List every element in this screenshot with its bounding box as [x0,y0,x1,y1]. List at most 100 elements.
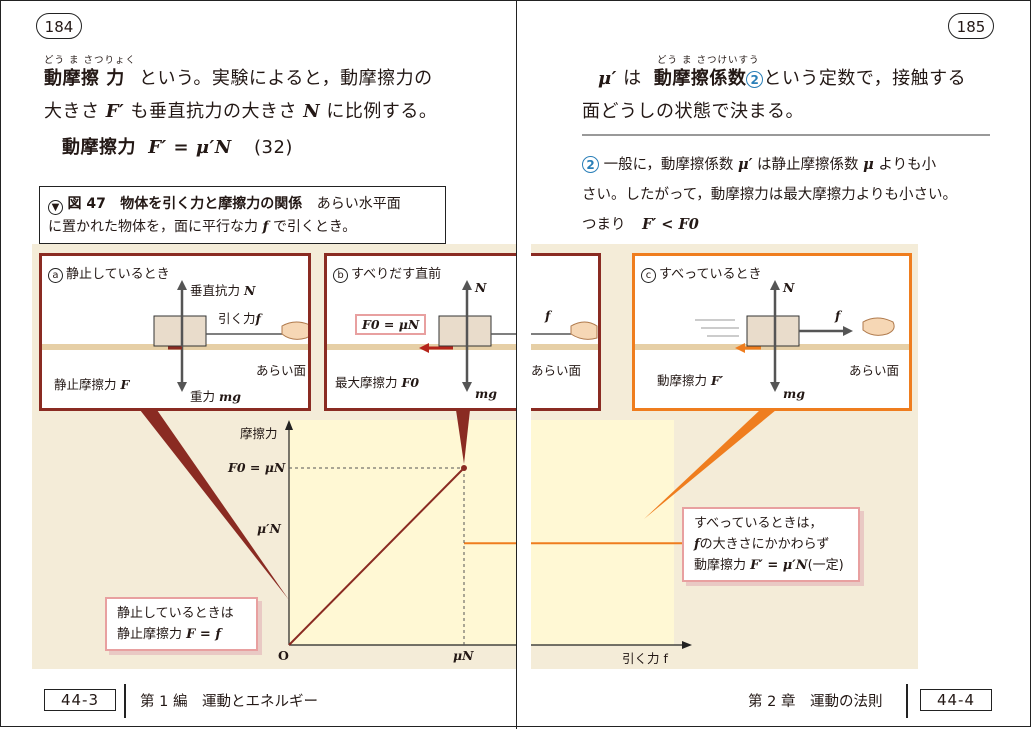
mark-c: c [641,268,656,283]
arrowhead [419,343,429,353]
panel-b-continued: f あらい面 [531,253,601,411]
left-line-1: 動摩擦 力 という。実験によると，動摩擦力の [44,64,433,90]
callout-line: 静止しているときは [117,606,234,621]
var: F0 [401,375,420,390]
callout-static: 静止しているときは 静止摩擦力 F = f [105,597,258,651]
chart-ylabel: 摩擦力 [240,426,278,441]
text: 静止摩擦力 [117,627,183,642]
gravity-label: 重力 mg [190,386,241,405]
note-marker[interactable]: 2 [746,71,764,88]
formula-line: 動摩擦力 F′ = μ′N (32) [62,133,293,159]
max-friction-box: F0 = μN [355,314,427,335]
footnote-line-1: 2 一般に，動摩擦係数 μ′ は静止摩擦係数 μ よりも小 [582,150,957,180]
hand-icon [862,317,895,336]
text: 引く力 [218,311,256,326]
text: も垂直抗力の大きさ [130,101,297,122]
x-axis-arrow [682,641,692,649]
arrowhead [177,280,187,290]
text: 一般に，動摩擦係数 [603,157,734,173]
block [438,315,492,347]
text: 最大摩擦力 [335,375,398,390]
text: は [623,68,642,89]
y-tick-f0: F0 = μN [228,460,286,475]
var-mu-prime: μ′ [738,156,753,173]
footer-right-text: 第 2 章 運動の法則 [748,694,883,710]
var: f [694,537,700,552]
arrowhead [462,280,472,290]
plot-area-right [531,420,674,645]
footer-left-text: 第 1 編 運動とエネルギー [140,694,318,710]
max-friction-label: 最大摩擦力 F0 [335,372,419,391]
title: すべっているとき [659,267,762,282]
rough-surface [635,344,909,350]
line1-text: という。実験によると，動摩擦力の [139,68,433,89]
spine-divider [516,0,517,729]
kinetic-friction-label: 動摩擦力 F′ [657,370,723,389]
hand-icon [570,321,598,340]
callout-line: fの大きさにかかわらず [694,534,848,555]
arrowhead [177,382,187,392]
text: 動摩擦力 [657,373,708,388]
normal-force-label: N [475,280,487,295]
text: つまり [582,217,626,233]
surface-label: あらい面 [256,363,307,378]
panel-b-diagram [327,280,516,392]
title: すべりだす直前 [351,267,442,282]
note-marker: 2 [582,156,599,173]
caption-line-1: ▼ 図 47 物体を引く力と摩擦力の関係 あらい水平面 [48,193,437,216]
mark-a: a [48,268,63,283]
arrowhead [770,382,780,392]
friction-chart [140,410,776,649]
x-tick-mun: μN [453,648,474,663]
text: 動摩擦力 [694,558,747,573]
var: mg [219,389,241,404]
pointer-wedge-b [456,410,470,464]
origin-label: O [278,648,289,663]
var: F′ = μ′N [750,558,808,573]
footer-left-box: 44-3 [44,689,116,711]
rough-surface [531,344,598,350]
note-divider [582,134,990,136]
formula: F′ = μ′N [148,137,232,158]
normal-force-label: 垂直抗力 N [190,280,255,299]
down-arrow-circle-icon: ▼ [48,200,63,215]
term-ruby: どう ま さつりょく [44,55,137,66]
chart-guides [289,465,467,645]
callout-line: 動摩擦力 F′ = μ′N(一定) [694,555,848,576]
formula-number: (32) [253,137,293,158]
var: F′ [711,373,724,388]
block [153,315,207,347]
pull-force-label: f [835,308,841,323]
text: 垂直抗力 [190,283,241,298]
mark-b: b [333,268,348,283]
block [746,315,800,347]
y-axis-arrow [285,420,293,430]
arrowhead [843,326,853,336]
var-mu-prime: μ′ [598,68,617,89]
surface-label: あらい面 [849,363,900,378]
text: 静止摩擦力 [54,377,117,392]
text: は静止摩擦係数 [757,157,859,173]
gravity-label: mg [475,386,497,401]
text: という定数で，接触する [763,68,967,89]
panel-a-diagram [42,280,308,392]
text: に比例する。 [326,101,438,122]
panel-b-diagram-2 [531,321,598,350]
footer-bar-left [124,684,126,718]
var: N [244,283,256,298]
figure-desc: あらい水平面 [316,196,401,212]
footer-bar-right [906,684,908,718]
callout-sliding: すべっているときは， fの大きさにかかわらず 動摩擦力 F′ = μ′N(一定) [682,507,860,582]
arrowhead [770,280,780,290]
gravity-label: mg [783,386,805,401]
hand-icon [281,321,308,340]
text: に置かれた物体を，面に平行な力 [48,219,258,235]
right-page-number: 185 [948,13,994,39]
text: (一定) [807,558,844,573]
arrowhead [462,382,472,392]
chart-xlabel: 引く力 f [622,651,668,666]
formula-label: 動摩擦力 [62,137,136,158]
